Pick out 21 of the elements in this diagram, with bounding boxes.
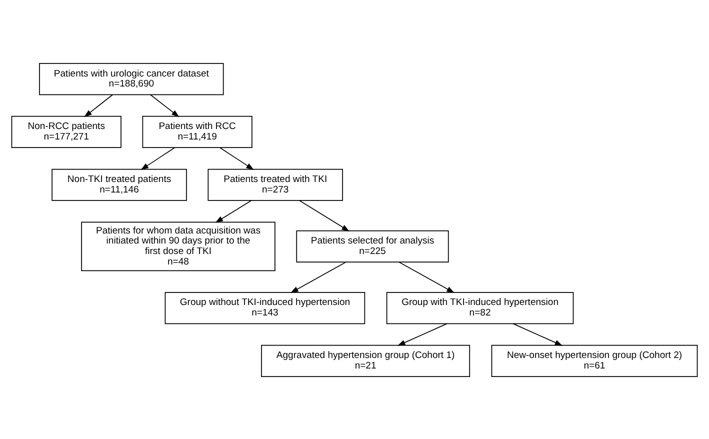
arrow [397, 322, 448, 346]
node-box: Patients with RCC n=11,419 [142, 115, 252, 148]
node-box: Non-TKI treated patients n=11,146 [52, 168, 187, 200]
arrow [84, 94, 114, 117]
arrow [512, 322, 563, 346]
node-box: Patients with urologic cancer dataset n=188,690 [39, 62, 224, 95]
node-box: Group without TKI-induced hypertension n=143 [164, 291, 366, 324]
arrow [140, 146, 176, 170]
arrow [150, 94, 180, 117]
node-box: Group with TKI-induced hypertension n=82 [386, 291, 574, 324]
node-box: Aggravated hypertension group (Cohort 1) n=21 [261, 344, 470, 376]
node-box: Patients treated with TKI n=273 [208, 168, 343, 200]
arrow [219, 146, 254, 170]
node-box: New-onset hypertension group (Cohort 2) n=61 [491, 344, 698, 376]
arrow [290, 261, 346, 292]
node-box: Patients selected for analysis n=225 [296, 230, 449, 262]
arrow [215, 200, 252, 222]
arrow [298, 200, 350, 231]
arrow [398, 261, 455, 292]
node-box: Patients for whom data acquisition was initiated within 90 days prior to the first dose of TKI n=48 [81, 221, 276, 271]
node-box: Non-RCC patients n=177,271 [11, 115, 122, 148]
